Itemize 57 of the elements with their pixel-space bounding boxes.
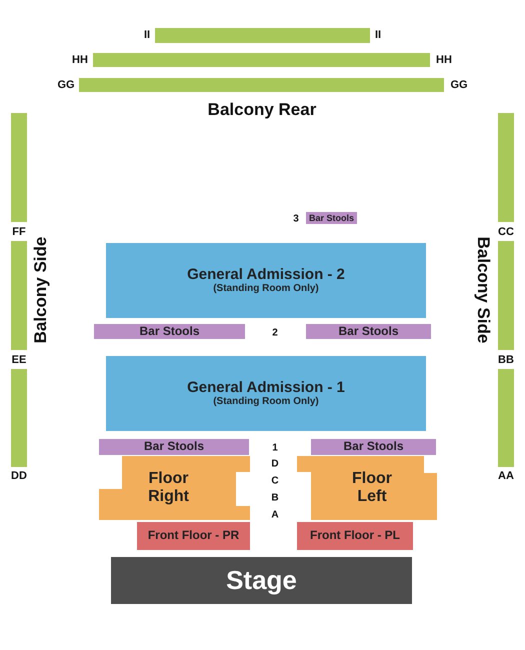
floor-section xyxy=(297,456,437,520)
row-label: A xyxy=(271,510,279,520)
front-floor-section xyxy=(297,522,413,550)
row-label: HH xyxy=(436,54,452,66)
section-name: Bar Stools xyxy=(308,212,354,224)
balcony-seating-bar xyxy=(155,28,370,43)
section-name: General Admission - 1 xyxy=(187,379,345,396)
section-title: Balcony Side xyxy=(31,236,51,344)
balcony-seating-bar xyxy=(11,113,27,222)
balcony-seating-bar xyxy=(498,241,514,350)
row-label: B xyxy=(271,492,279,504)
row-label: DD xyxy=(11,470,27,482)
general-admission-section xyxy=(106,356,426,431)
row-label: BB xyxy=(498,354,514,366)
section-name: Floor Right xyxy=(147,470,190,506)
floor-section xyxy=(99,456,250,520)
row-label: EE xyxy=(12,354,26,366)
section-title: Balcony Side xyxy=(473,236,493,344)
row-label: C xyxy=(271,476,279,486)
balcony-seating-bar xyxy=(498,369,514,467)
section-name: Front Floor - PR xyxy=(148,529,240,543)
row-label: HH xyxy=(72,54,88,66)
row-number: 1 xyxy=(272,442,278,454)
row-label: D xyxy=(271,458,279,470)
front-floor-section xyxy=(137,522,250,550)
section-name: Bar Stools xyxy=(144,440,204,454)
section-name: Bar Stools xyxy=(338,324,398,338)
bar-stools-section xyxy=(311,439,436,455)
balcony-seating-bar xyxy=(79,78,444,92)
section-name: Floor Left xyxy=(351,470,393,506)
section-name: Front Floor - PL xyxy=(310,529,400,543)
bar-stools-section xyxy=(94,324,245,339)
row-label: II xyxy=(374,29,382,41)
general-admission-section xyxy=(106,243,426,318)
section-name: Bar Stools xyxy=(139,324,200,338)
row-label: CC xyxy=(498,226,514,238)
balcony-seating-bar xyxy=(93,53,430,67)
bar-stools-section xyxy=(306,324,431,339)
row-label: II xyxy=(144,29,150,41)
section-note: (Standing Room Only) xyxy=(213,283,319,295)
balcony-seating-bar xyxy=(11,369,27,467)
bar-stools-section xyxy=(99,439,249,455)
section-note: (Standing Room Only) xyxy=(213,396,319,408)
stage xyxy=(111,557,412,604)
bar-stools-section xyxy=(306,212,357,224)
row-label: GG xyxy=(57,79,75,91)
balcony-seating-bar xyxy=(11,241,27,350)
section-name: Stage xyxy=(226,566,297,596)
balcony-seating-bar xyxy=(498,113,514,222)
section-name: General Admission - 2 xyxy=(187,266,345,284)
section-name: Bar Stools xyxy=(343,440,404,454)
row-label: GG xyxy=(450,79,468,91)
row-label: AA xyxy=(498,470,514,482)
row-number: 3 xyxy=(293,214,299,224)
row-label: FF xyxy=(12,226,26,238)
section-title: Balcony Rear xyxy=(208,100,316,120)
row-number: 2 xyxy=(272,328,278,338)
